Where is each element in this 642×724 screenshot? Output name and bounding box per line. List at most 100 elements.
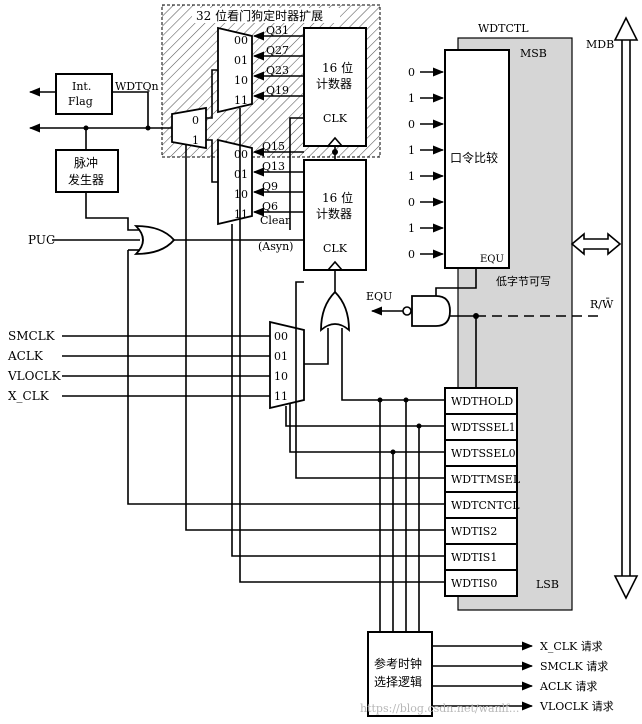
equ-port-label: EQU <box>480 254 504 265</box>
clock-input-label: X_CLK <box>8 389 50 403</box>
asyn-label: (Asyn) <box>258 240 293 253</box>
compare-bit: 1 <box>408 144 415 157</box>
or-gate-clock <box>320 290 350 332</box>
rw-label: R/W̄ <box>590 298 614 311</box>
register-label: WDTHOLD <box>451 395 513 408</box>
mux-ext-input-label: 10 <box>234 74 248 87</box>
pulse-gen-label-2: 发生器 <box>68 172 104 187</box>
mux-sel-input-label: 0 <box>192 114 199 127</box>
clock-input-label: SMCLK <box>8 329 56 343</box>
register-cell <box>444 413 518 441</box>
compare-bits: 0 1 0 1 1 0 1 0 <box>408 66 445 261</box>
wdtqn-label: WDTQn <box>115 80 159 93</box>
q-label: Q23 <box>266 64 289 77</box>
counter-upper <box>303 27 367 147</box>
bus-connection-arrow <box>570 232 622 256</box>
mdb-label: MDB <box>586 38 614 51</box>
clock-mux-input-label: 11 <box>274 390 288 403</box>
wdtctl-title: WDTCTL <box>478 22 529 35</box>
clock-input-label: VLOCLK <box>7 369 62 383</box>
register-label: WDTIS1 <box>451 551 497 564</box>
compare-bit: 1 <box>408 170 415 183</box>
mux-int-input-label: 11 <box>234 208 248 221</box>
mux-sel-input-label: 1 <box>192 134 199 147</box>
compare-bit: 0 <box>408 248 415 261</box>
q-label: Q19 <box>266 84 289 97</box>
or-gate-reset <box>133 225 176 255</box>
clock-mux-input-label: 00 <box>274 330 288 343</box>
int-flag-box <box>55 73 113 115</box>
mux-int-input-label: 01 <box>234 168 248 181</box>
register-label: WDTSSEL0 <box>451 447 516 460</box>
q-label: Q15 <box>262 140 285 153</box>
clock-input-label: ACLK <box>7 349 44 363</box>
low-byte-write-label: 低字节可写 <box>496 274 551 288</box>
request-outputs: X_CLK 请求 SMCLK 请求 ACLK 请求 VLOCLK 请求 <box>432 640 614 713</box>
counter-lower-clk: CLK <box>323 242 348 255</box>
password-compare-block <box>444 49 510 269</box>
mux-select <box>171 106 207 150</box>
register-cell <box>444 543 518 571</box>
counter-lower-label-2: 计数器 <box>316 206 352 221</box>
register-label: WDTTMSEL <box>451 473 521 486</box>
clock-mux-input-label: 01 <box>274 350 288 363</box>
extension-title: 32 位看门狗定时器扩展 <box>196 8 323 23</box>
compare-bit: 1 <box>408 92 415 105</box>
ref-clock-logic-box <box>367 631 433 717</box>
clear-label: Clear <box>260 214 291 227</box>
request-label: SMCLK 请求 <box>540 660 608 673</box>
mux-int-input-label: 00 <box>234 148 248 161</box>
watermark: https://blog.csdn.net/wanlf... <box>360 702 519 715</box>
register-cell <box>444 387 518 415</box>
compare-label: 口令比较 <box>450 150 498 165</box>
q-label: Q31 <box>266 24 289 37</box>
request-label: VLOCLK 请求 <box>539 700 614 713</box>
register-cell <box>444 465 518 493</box>
register-cell <box>444 569 518 597</box>
compare-bit: 0 <box>408 196 415 209</box>
mux-ext-input-label: 11 <box>234 94 248 107</box>
compare-bit: 1 <box>408 222 415 235</box>
ref-clock-label-2: 选择逻辑 <box>374 675 422 689</box>
and-gate-equ <box>411 295 451 327</box>
lsb-label: LSB <box>536 578 559 591</box>
counter-upper-clk: CLK <box>323 112 348 125</box>
counter-upper-label-1: 16 位 <box>322 60 353 75</box>
q-label: Q6 <box>262 200 278 213</box>
mux-extension <box>217 26 253 114</box>
clear-wire <box>289 117 304 230</box>
register-label: WDTIS0 <box>451 577 497 590</box>
compare-bit: 0 <box>408 66 415 79</box>
q-label: Q13 <box>262 160 285 173</box>
clock-mux-input-label: 10 <box>274 370 288 383</box>
q-label: Q9 <box>262 180 278 193</box>
puc-label: PUC <box>28 233 55 247</box>
register-cell <box>444 491 518 519</box>
request-label: X_CLK 请求 <box>540 640 603 653</box>
mux-int-input-label: 10 <box>234 188 248 201</box>
mux-ext-input-label: 00 <box>234 34 248 47</box>
equ-out-label: EQU <box>366 290 392 303</box>
msb-label: MSB <box>520 47 547 60</box>
ref-clock-label-1: 参考时钟 <box>374 656 422 671</box>
counter-lower-label-1: 16 位 <box>322 190 353 205</box>
pulse-generator-box <box>55 149 119 193</box>
pulse-gen-label-1: 脉冲 <box>74 155 98 170</box>
int-flag-label-2: Flag <box>68 95 93 108</box>
register-cell <box>444 517 518 545</box>
mux-ext-input-label: 01 <box>234 54 248 67</box>
counter-lower <box>303 159 367 271</box>
register-label: WDTCNTCL <box>451 499 520 512</box>
counter-upper-label-2: 计数器 <box>316 76 352 91</box>
compare-bit: 0 <box>408 118 415 131</box>
q-label: Q27 <box>266 44 289 57</box>
request-label: ACLK 请求 <box>539 680 597 693</box>
int-flag-label-1: Int. <box>72 80 91 93</box>
register-label: WDTIS2 <box>451 525 497 538</box>
register-label: WDTSSEL1 <box>451 421 516 434</box>
